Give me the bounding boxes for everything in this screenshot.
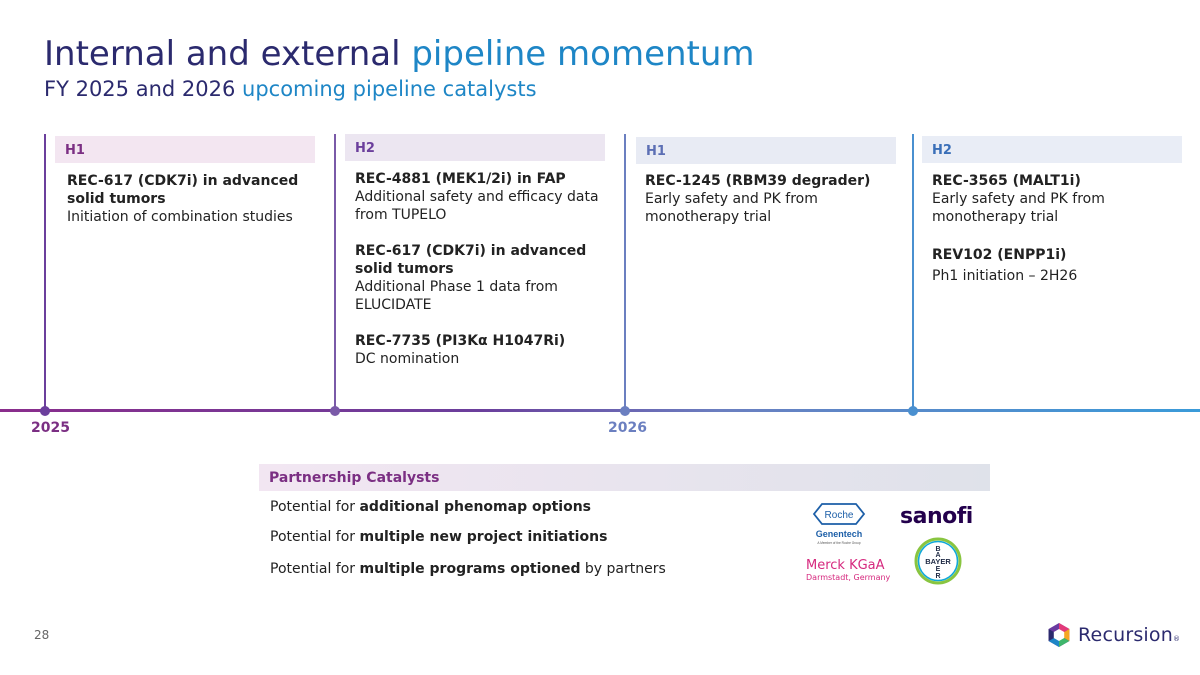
partnership-item-bold: additional phenomap options	[359, 499, 592, 515]
timeline-dot-3	[620, 406, 630, 416]
partnership-header: Partnership Catalysts	[259, 464, 990, 491]
catalyst-column-h1-2025: REC-617 (CDK7i) in advanced solid tumors…	[67, 172, 322, 226]
roche-text: Roche	[825, 510, 854, 521]
partnership-item-bold: multiple programs optioned	[359, 561, 581, 577]
catalyst-title: REC-4881 (MEK1/2i) in FAP	[355, 171, 566, 187]
timeline-marker-line-3	[624, 134, 626, 410]
partnership-item: Potential for multiple new project initi…	[270, 529, 607, 545]
year-label-2025: 2025	[31, 420, 70, 436]
page-subtitle: FY 2025 and 2026 upcoming pipeline catal…	[44, 77, 537, 101]
genentech-text: Genentech	[816, 529, 863, 539]
subtitle-text: FY 2025 and 2026	[44, 77, 243, 101]
timeline-marker-line-2	[334, 134, 336, 410]
half-label-h1-2026: H1	[636, 137, 896, 164]
svg-text:B: B	[935, 546, 940, 553]
timeline-marker-line-1	[44, 134, 46, 410]
merck-logo: Merck KGaA Darmstadt, Germany	[806, 558, 890, 583]
catalyst-column-h2-2026: REC-3565 (MALT1i) Early safety and PK fr…	[932, 172, 1187, 285]
bayer-logo: B A BAYER E R	[914, 537, 962, 585]
recursion-brand: Recursion ®	[1046, 622, 1180, 648]
year-label-2026: 2026	[608, 420, 647, 436]
catalyst-description: Additional safety and efficacy data from…	[355, 189, 599, 223]
catalyst-column-h1-2026: REC-1245 (RBM39 degrader) Early safety a…	[645, 172, 900, 226]
catalyst-description: Early safety and PK from monotherapy tri…	[645, 191, 818, 225]
title-accent-text: pipeline momentum	[411, 34, 755, 74]
merck-text: Merck KGaA	[806, 558, 885, 573]
partnership-item-prefix: Potential for	[270, 529, 360, 545]
brand-trademark: ®	[1172, 635, 1180, 643]
half-label-h1-2025: H1	[55, 136, 315, 163]
partnership-item-prefix: Potential for	[270, 561, 360, 577]
partnership-item: Potential for additional phenomap option…	[270, 499, 591, 515]
timeline-axis	[0, 409, 1200, 412]
partnership-item-suffix: by partners	[580, 561, 666, 577]
brand-name: Recursion	[1078, 624, 1173, 646]
catalyst-title: REV102 (ENPP1i)	[932, 247, 1067, 263]
catalyst-title: REC-3565 (MALT1i)	[932, 173, 1081, 189]
svg-text:E: E	[936, 566, 941, 573]
page-title: Internal and external pipeline momentum	[44, 34, 755, 74]
catalyst-description: Initiation of combination studies	[67, 209, 293, 225]
page-number: 28	[34, 628, 50, 642]
roche-genentech-logo: Roche Genentech A Member of the Roche Gr…	[812, 503, 866, 545]
genentech-subtext: A Member of the Roche Group	[817, 541, 860, 545]
timeline-dot-2	[330, 406, 340, 416]
half-label-h2-2025: H2	[345, 134, 605, 161]
sanofi-logo: sanofi	[900, 504, 973, 529]
catalyst-title: REC-617 (CDK7i) in advanced solid tumors	[355, 243, 587, 277]
bayer-text: BAYER	[925, 557, 951, 566]
svg-text:R: R	[935, 573, 940, 580]
catalyst-title: REC-617 (CDK7i) in advanced solid tumors	[67, 173, 299, 207]
partnership-item: Potential for multiple programs optioned…	[270, 561, 666, 577]
merck-subtext: Darmstadt, Germany	[806, 573, 891, 582]
timeline-marker-line-4	[912, 134, 914, 410]
timeline-dot-4	[908, 406, 918, 416]
catalyst-title: REC-7735 (PI3Kα H1047Ri)	[355, 333, 566, 349]
catalyst-column-h2-2025: REC-4881 (MEK1/2i) in FAP Additional saf…	[355, 170, 610, 368]
catalyst-description: Additional Phase 1 data from ELUCIDATE	[355, 279, 558, 313]
catalyst-title: REC-1245 (RBM39 degrader)	[645, 173, 871, 189]
partnership-item-prefix: Potential for	[270, 499, 360, 515]
svg-text:A: A	[935, 552, 940, 559]
recursion-hex-logo-icon	[1048, 623, 1070, 647]
catalyst-description: Ph1 initiation – 2H26	[932, 268, 1078, 284]
partnership-item-bold: multiple new project initiations	[359, 529, 608, 545]
catalyst-description: Early safety and PK from monotherapy tri…	[932, 191, 1105, 225]
catalyst-description: DC nomination	[355, 351, 460, 367]
subtitle-accent-text: upcoming pipeline catalysts	[242, 77, 537, 101]
timeline-dot-1	[40, 406, 50, 416]
title-text: Internal and external	[44, 34, 412, 74]
half-label-h2-2026: H2	[922, 136, 1182, 163]
